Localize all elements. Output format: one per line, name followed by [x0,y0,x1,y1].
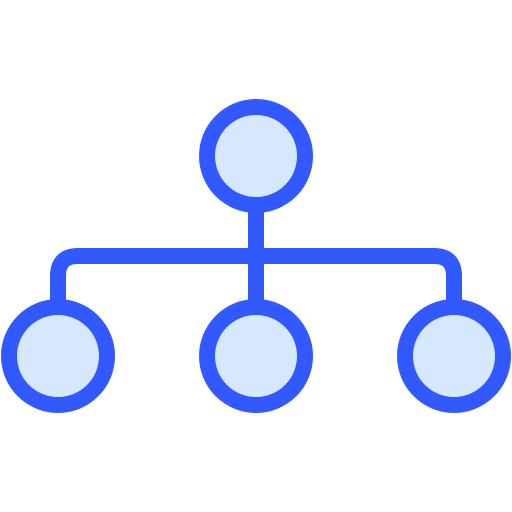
child-node-right [397,299,511,413]
root-node [199,99,313,213]
connector-lines [50,198,462,314]
hierarchy-nodes [1,99,511,413]
child-node-center [199,299,313,413]
child-node-left [1,299,115,413]
branch-bar-line [50,248,462,314]
